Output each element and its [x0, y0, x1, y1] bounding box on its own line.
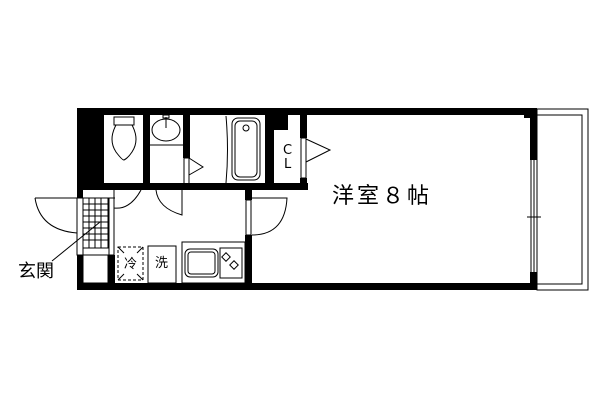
sink-icon — [150, 114, 183, 146]
balcony — [536, 108, 589, 291]
closet-label-l: L — [284, 157, 292, 172]
toilet-icon — [111, 116, 137, 161]
washer-label: 洗 — [155, 256, 169, 271]
fixtures — [34, 108, 589, 291]
main-room-label: 洋室８帖 — [332, 184, 433, 209]
entrance-label: 玄関 — [18, 261, 54, 282]
fridge-label: 冷 — [124, 257, 138, 272]
closet-label-c: C — [283, 143, 293, 158]
window-icon — [527, 160, 541, 272]
stove-icon — [219, 247, 243, 279]
bathtub-icon — [231, 117, 261, 181]
tile-grid-icon — [82, 197, 115, 284]
door-swing-icon — [34, 189, 288, 256]
walls — [77, 108, 537, 290]
kitchen-sink-icon — [184, 248, 219, 278]
